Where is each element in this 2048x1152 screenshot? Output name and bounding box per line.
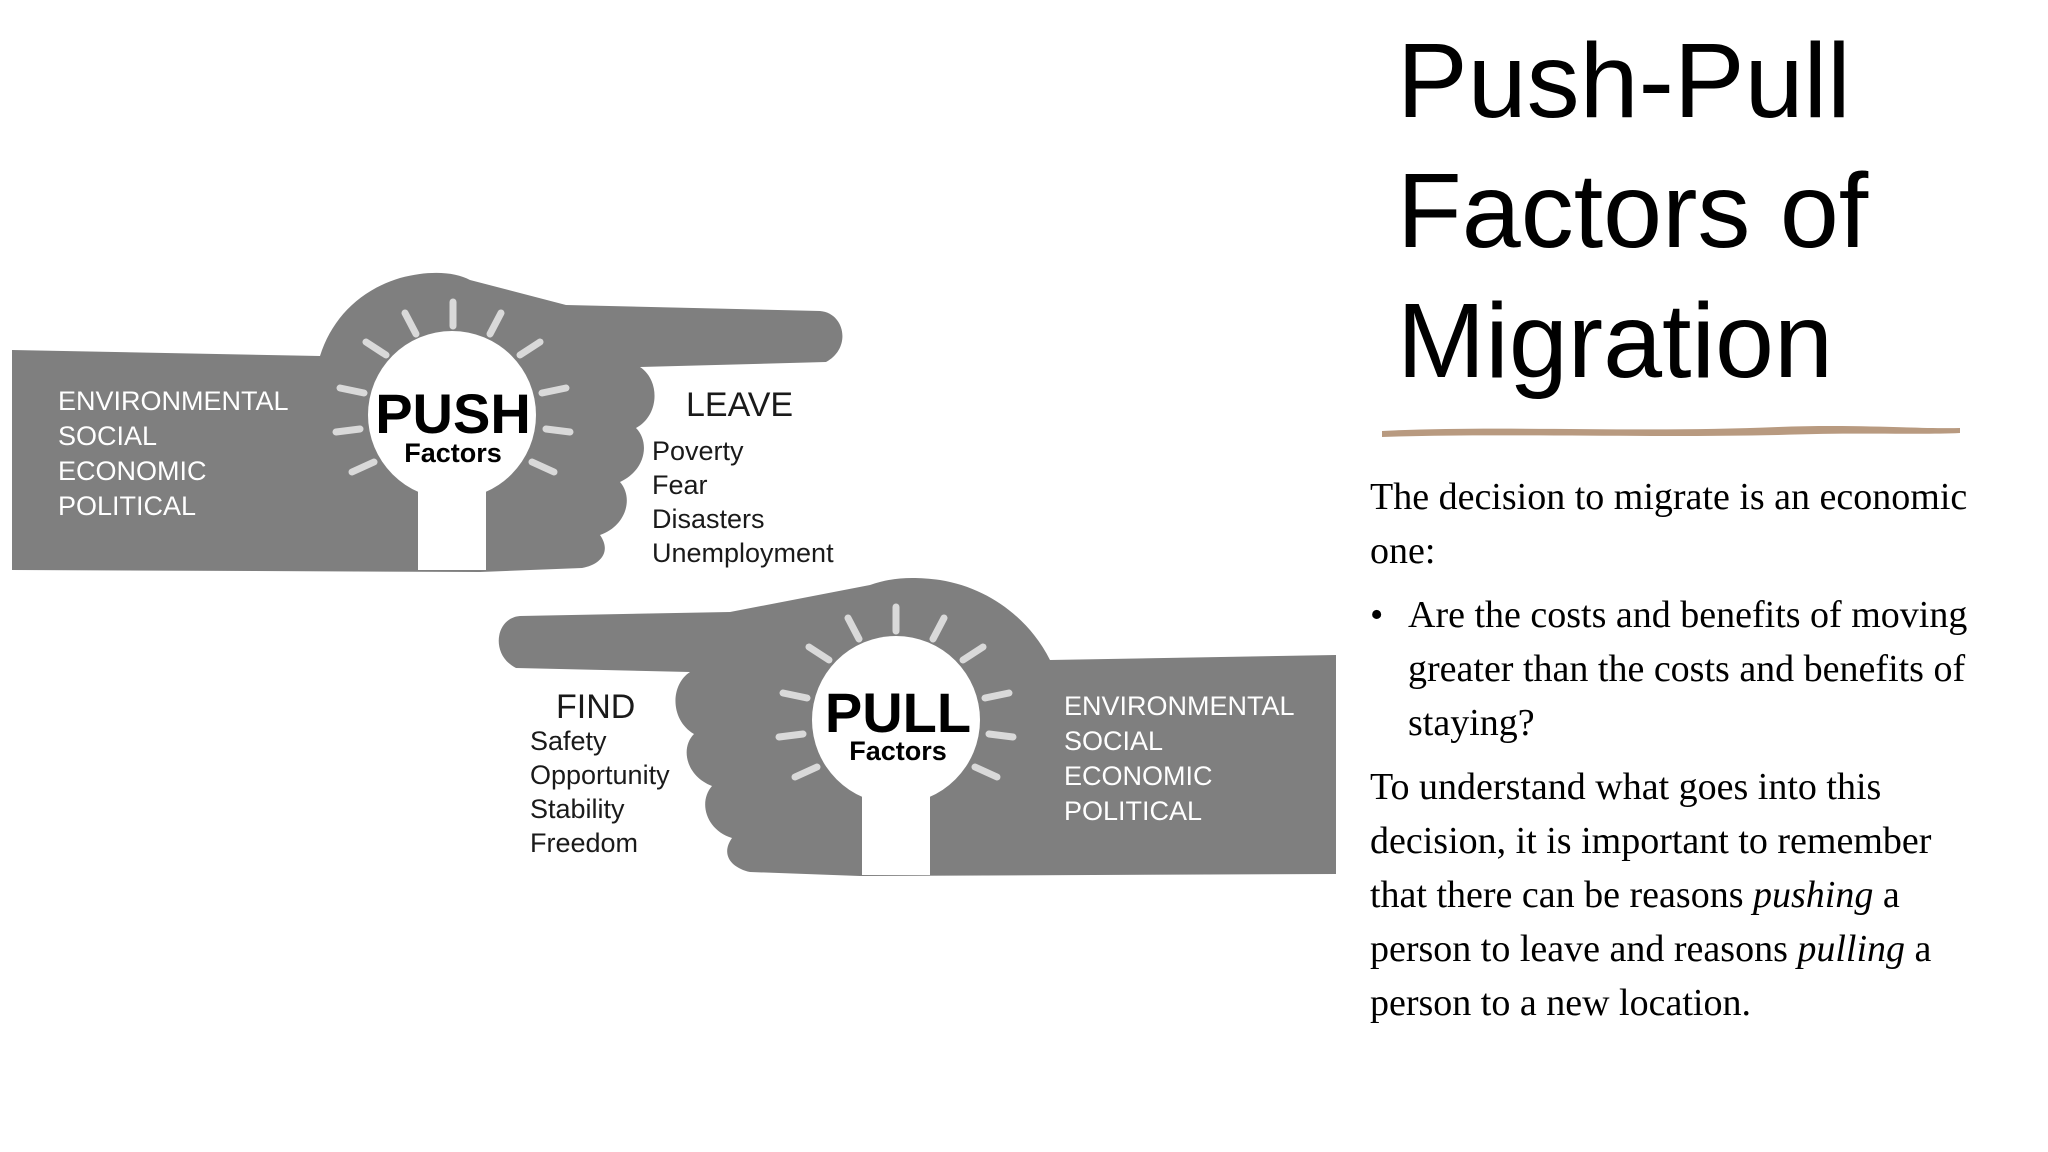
explanation-paragraph: To understand what goes into this decisi… bbox=[1370, 760, 1990, 1030]
push-categories: ENVIRONMENTAL SOCIAL ECONOMIC POLITICAL bbox=[58, 386, 289, 521]
pull-item: Stability bbox=[530, 794, 625, 824]
push-category: ENVIRONMENTAL bbox=[58, 386, 289, 416]
push-action-heading: LEAVE bbox=[686, 386, 793, 424]
pull-item: Opportunity bbox=[530, 760, 670, 790]
pull-action-heading: FIND bbox=[556, 688, 635, 726]
push-item: Fear bbox=[652, 470, 708, 500]
bullet-text: Are the costs and benefits of moving gre… bbox=[1408, 594, 1968, 744]
slide-title-line: Factors of bbox=[1397, 152, 1869, 270]
intro-paragraph: The decision to migrate is an economic o… bbox=[1370, 476, 1968, 572]
pull-category: ENVIRONMENTAL bbox=[1064, 691, 1295, 721]
push-items: Poverty Fear Disasters Unemployment bbox=[652, 436, 834, 568]
slide-body: The decision to migrate is an economic o… bbox=[1370, 470, 1990, 1040]
pull-category: SOCIAL bbox=[1064, 726, 1163, 756]
pull-category: ECONOMIC bbox=[1064, 761, 1213, 791]
push-item: Unemployment bbox=[652, 538, 834, 568]
slide-title-line: Migration bbox=[1397, 282, 1833, 400]
bullet-item: • Are the costs and benefits of moving g… bbox=[1370, 588, 1990, 750]
slide-title-line: Push-Pull bbox=[1397, 22, 1851, 140]
explanation-text: To understand what goes into this decisi… bbox=[1370, 766, 1932, 916]
pull-category: POLITICAL bbox=[1064, 796, 1202, 826]
explanation-text: a person to a new location. bbox=[1370, 928, 1932, 1024]
pull-bulb-subtitle: Factors bbox=[849, 736, 947, 766]
pull-item: Safety bbox=[530, 726, 607, 756]
push-hand bbox=[12, 272, 843, 572]
push-category: ECONOMIC bbox=[58, 456, 207, 486]
bullet-icon: • bbox=[1370, 594, 1384, 636]
push-item: Poverty bbox=[652, 436, 744, 466]
pull-hand bbox=[498, 577, 1336, 876]
pull-categories: ENVIRONMENTAL SOCIAL ECONOMIC POLITICAL bbox=[1064, 691, 1295, 826]
push-bulb-subtitle: Factors bbox=[404, 438, 502, 468]
slide-title: Push-Pull Factors of Migration bbox=[1397, 16, 1997, 406]
emphasis-pushing: pushing bbox=[1753, 874, 1874, 916]
push-pull-hands-illustration: ENVIRONMENTAL SOCIAL ECONOMIC POLITICAL … bbox=[12, 272, 1336, 876]
pull-items: Safety Opportunity Stability Freedom bbox=[530, 726, 670, 858]
emphasis-pulling: pulling bbox=[1797, 928, 1906, 970]
push-category: POLITICAL bbox=[58, 491, 196, 521]
pull-item: Freedom bbox=[530, 828, 638, 858]
push-item: Disasters bbox=[652, 504, 765, 534]
push-bulb-title: PUSH bbox=[375, 382, 531, 445]
explanation-text: a person to leave and reasons bbox=[1370, 874, 1900, 970]
push-category: SOCIAL bbox=[58, 421, 157, 451]
title-divider bbox=[1382, 426, 1960, 437]
pull-bulb-title: PULL bbox=[825, 681, 971, 744]
